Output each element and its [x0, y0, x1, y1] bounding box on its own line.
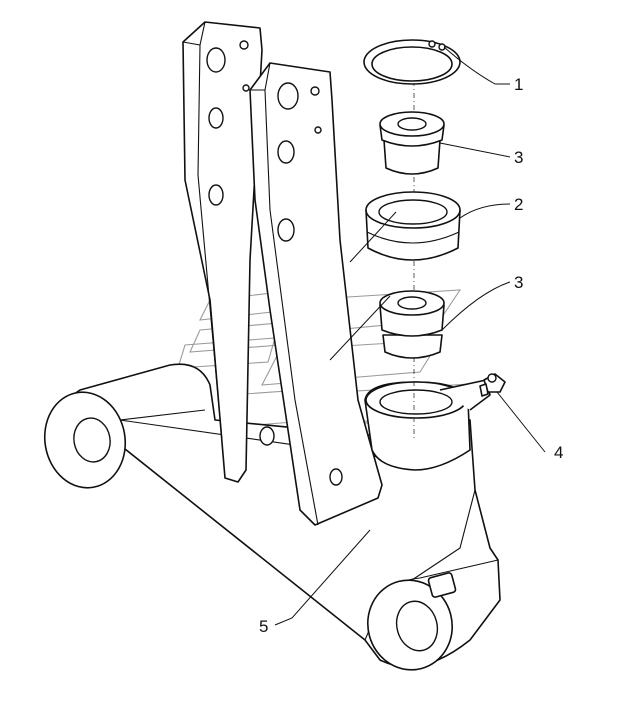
rear-upright-plate [182, 21, 263, 483]
callout-2: 2 [514, 195, 523, 214]
snap-ring [363, 39, 461, 85]
callout-3-upper: 3 [514, 148, 523, 167]
callout-4: 4 [554, 443, 563, 462]
bushing-upper [379, 111, 445, 175]
callout-1: 1 [514, 75, 523, 94]
leader-lines [274, 46, 546, 626]
callout-3-lower: 3 [514, 273, 523, 292]
grease-nipple [479, 373, 506, 397]
bearing [365, 191, 461, 261]
callout-5: 5 [259, 617, 268, 636]
bushing-lower [379, 290, 445, 359]
front-upright-plate [249, 62, 383, 526]
bearing-housing [364, 379, 491, 471]
